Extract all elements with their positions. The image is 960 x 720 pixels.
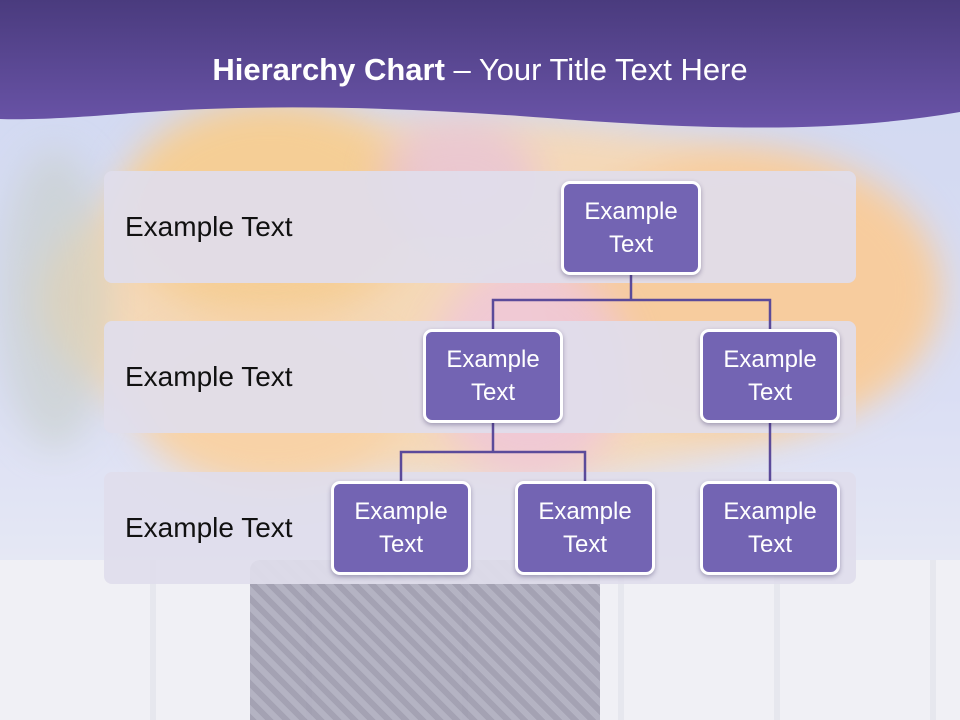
node-level3-b-text: Example Text: [538, 498, 632, 558]
slide-title-rest: – Your Title Text Here: [444, 52, 748, 87]
node-level3-c-text: Example Text: [723, 498, 817, 558]
node-root-text: Example Text: [584, 198, 678, 258]
slide-title-bold: Hierarchy Chart: [212, 52, 445, 87]
slide-title: Hierarchy Chart – Your Title Text Here: [0, 52, 960, 88]
node-level3-b[interactable]: Example Text: [515, 481, 655, 575]
node-level2-left[interactable]: Example Text: [423, 329, 563, 423]
level-band-1: Example Text: [104, 171, 856, 283]
level-label-3: Example Text: [125, 512, 293, 543]
node-level2-right[interactable]: Example Text: [700, 329, 840, 423]
node-root[interactable]: Example Text: [561, 181, 701, 275]
node-level2-right-text: Example Text: [723, 346, 817, 406]
node-level3-a-text: Example Text: [354, 498, 448, 558]
node-level3-a[interactable]: Example Text: [331, 481, 471, 575]
title-banner: [0, 0, 960, 128]
level-label-2: Example Text: [125, 361, 293, 392]
node-level3-c[interactable]: Example Text: [700, 481, 840, 575]
level-label-1: Example Text: [125, 211, 293, 242]
node-level2-left-text: Example Text: [446, 346, 540, 406]
